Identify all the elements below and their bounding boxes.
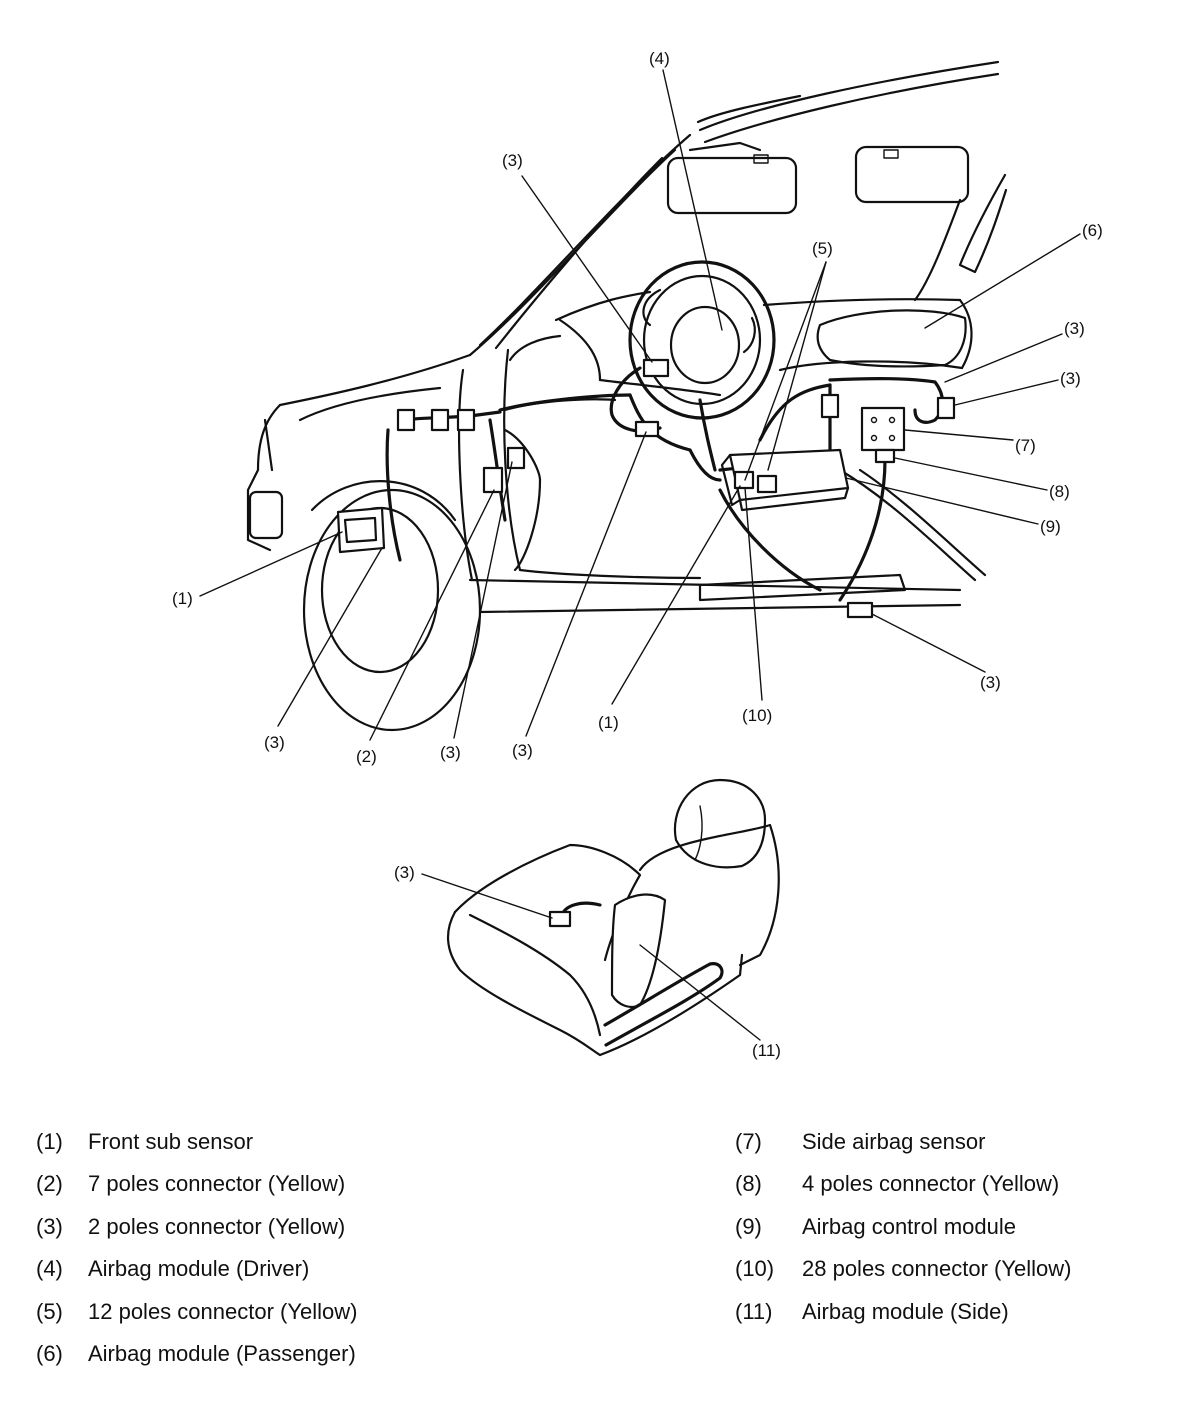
leader-lines	[199, 69, 1081, 1041]
airbag-system-diagram: (4) (3) (5) (6) (3) (3) (7) (8) (9) (1) …	[172, 49, 1103, 1060]
callout-3: (3)	[394, 863, 415, 882]
callout-5: (5)	[812, 239, 833, 258]
legend-label: 2 poles connector (Yellow)	[88, 1213, 346, 1239]
legend-number: (2)	[36, 1171, 63, 1197]
legend-number: (5)	[36, 1298, 63, 1324]
legend-number: (11)	[735, 1298, 773, 1324]
callout-4: (4)	[649, 49, 670, 68]
parts-legend: (1) Front sub sensor (2) 7 poles connector…	[0, 1129, 1184, 1400]
legend-label: 7 poles connector (Yellow)	[88, 1171, 346, 1197]
legend-label: 12 poles connector (Yellow)	[88, 1298, 358, 1324]
legend-column-right: (7) Side airbag sensor (8) 4 poles connect…	[735, 1129, 1072, 1342]
legend-number: (3)	[36, 1213, 63, 1239]
legend-number: (4)	[36, 1256, 63, 1282]
legend-number: (1)	[36, 1129, 63, 1154]
legend-number: (7)	[735, 1129, 762, 1154]
callout-6: (6)	[1082, 221, 1103, 240]
legend-item: (4) Airbag module (Driver)	[36, 1256, 357, 1299]
callout-1: (1)	[172, 589, 193, 608]
seat-drawing	[446, 778, 780, 1057]
callout-3: (3)	[502, 151, 523, 170]
legend-item: (10) 28 poles connector (Yellow)	[735, 1256, 1072, 1299]
legend-number: (6)	[36, 1340, 63, 1366]
callout-1: (1)	[598, 713, 619, 732]
callout-labels: (4) (3) (5) (6) (3) (3) (7) (8) (9) (1) …	[172, 49, 1103, 1060]
legend-item: (11) Airbag module (Side)	[735, 1298, 1071, 1342]
callout-2: (2)	[356, 747, 377, 766]
callout-10: (10)	[742, 706, 772, 725]
legend-item: (6) Airbag module (Passenger)	[36, 1340, 357, 1384]
callout-8: (8)	[1049, 482, 1070, 501]
legend-item: (7) Side airbag sensor	[735, 1129, 1071, 1172]
legend-label: Airbag control module	[802, 1213, 1017, 1239]
callout-9: (9)	[1040, 517, 1061, 536]
legend-number: (9)	[735, 1213, 762, 1239]
legend-number: (8)	[735, 1171, 762, 1197]
callout-3: (3)	[1064, 319, 1085, 338]
legend-number: (10)	[735, 1256, 775, 1282]
callout-7: (7)	[1015, 436, 1036, 455]
legend-label: 28 poles connector (Yellow)	[802, 1256, 1072, 1282]
wiring-harness-drawing	[336, 358, 956, 619]
callout-3: (3)	[440, 743, 461, 762]
callout-3: (3)	[1060, 369, 1081, 388]
legend-item: (5) 12 poles connector (Yellow)	[36, 1298, 358, 1342]
legend-label: 4 poles connector (Yellow)	[802, 1171, 1060, 1197]
legend-label: Side airbag sensor	[802, 1129, 986, 1154]
callout-3: (3)	[512, 741, 533, 760]
legend-item: (3) 2 poles connector (Yellow)	[36, 1213, 357, 1257]
legend-item: (8) 4 poles connector (Yellow)	[735, 1172, 1071, 1214]
legend-item: (9) Airbag control module	[735, 1213, 1071, 1257]
legend-label: Airbag module (Driver)	[88, 1256, 310, 1282]
callout-11: (11)	[752, 1041, 781, 1060]
legend-item: (2) 7 poles connector (Yellow)	[36, 1172, 357, 1214]
legend-label: Airbag module (Side)	[802, 1298, 1009, 1324]
legend-label: Front sub sensor	[88, 1129, 254, 1154]
legend-column-left: (1) Front sub sensor (2) 7 poles connector…	[36, 1129, 358, 1384]
legend-item: (1) Front sub sensor	[36, 1129, 357, 1172]
callout-3: (3)	[264, 733, 285, 752]
callout-3: (3)	[980, 673, 1001, 692]
legend-label: Airbag module (Passenger)	[88, 1340, 356, 1366]
